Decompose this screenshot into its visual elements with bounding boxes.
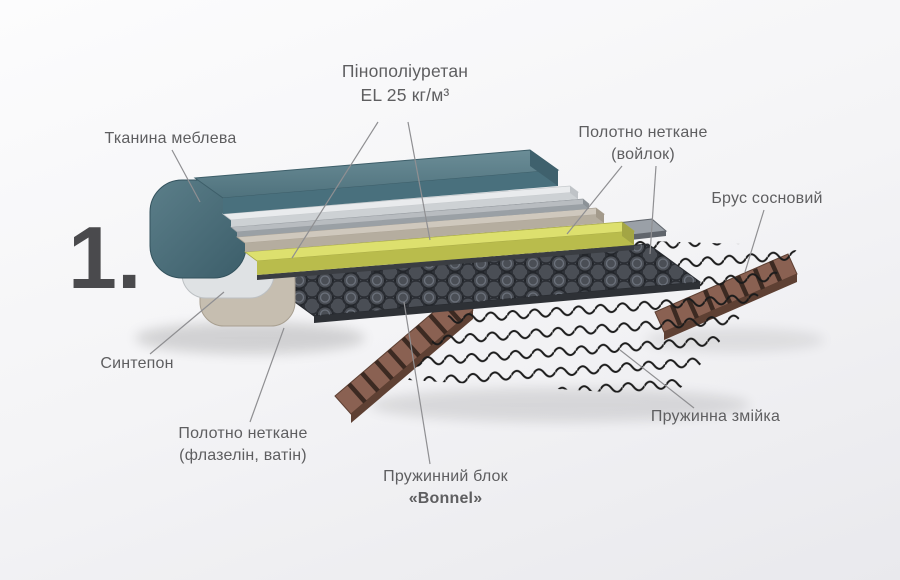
label-bonnel-line1: Пружинний блок: [383, 468, 508, 485]
leader-foam-b: [407, 121, 431, 241]
label-bonnel-line2: «Bonnel»: [408, 489, 483, 507]
label-fabric-text: Тканина меблева: [104, 130, 237, 147]
leader-bonnel: [403, 301, 431, 465]
label-zigzag-text: Пружинна змійка: [650, 408, 781, 425]
label-zigzag: Пружинна змійка: [628, 406, 803, 428]
label-sintepon: Синтепон: [72, 353, 202, 375]
leader-felt-a: [566, 165, 623, 235]
label-pine-text: Брус сосновий: [711, 190, 823, 207]
figure-number: 1.: [68, 208, 142, 307]
leader-lines: [149, 121, 765, 465]
leader-felt-b: [649, 165, 657, 255]
label-flazelin-line2: (флазелін, ватін): [179, 446, 307, 464]
fabric-layer: [193, 149, 560, 214]
leader-flazelin: [249, 327, 285, 423]
cushion-left-end: [149, 179, 296, 327]
label-felt-line1: Полотно неткане: [578, 124, 708, 141]
felt-under-foam-layer: [257, 245, 634, 280]
label-bonnel: Пружинний блок «Bonnel»: [348, 466, 543, 509]
label-foam-line2: EL 25 кг/м³: [360, 84, 450, 105]
label-felt-line2: (войлок): [611, 145, 675, 163]
label-sintepon-text: Синтепон: [100, 355, 174, 372]
leader-sintepon: [149, 291, 225, 355]
gray-interlayer: [229, 198, 591, 237]
label-flazelin: Полотно неткане (флазелін, ватін): [148, 423, 338, 466]
label-fabric: Тканина меблева: [88, 128, 253, 150]
leader-fabric: [171, 149, 201, 203]
leader-zigzag: [619, 349, 695, 409]
label-flazelin-line1: Полотно неткане: [178, 425, 308, 442]
label-foam-line1: Пінополіуретан: [341, 61, 469, 81]
label-foam: Пінополіуретан EL 25 кг/м³: [300, 60, 510, 107]
leader-foam-a: [291, 121, 379, 259]
foam-layer: [243, 221, 636, 275]
label-felt: Полотно неткане (войлок): [558, 122, 728, 165]
leader-pine: [744, 209, 765, 273]
label-pine: Брус сосновий: [692, 188, 842, 210]
